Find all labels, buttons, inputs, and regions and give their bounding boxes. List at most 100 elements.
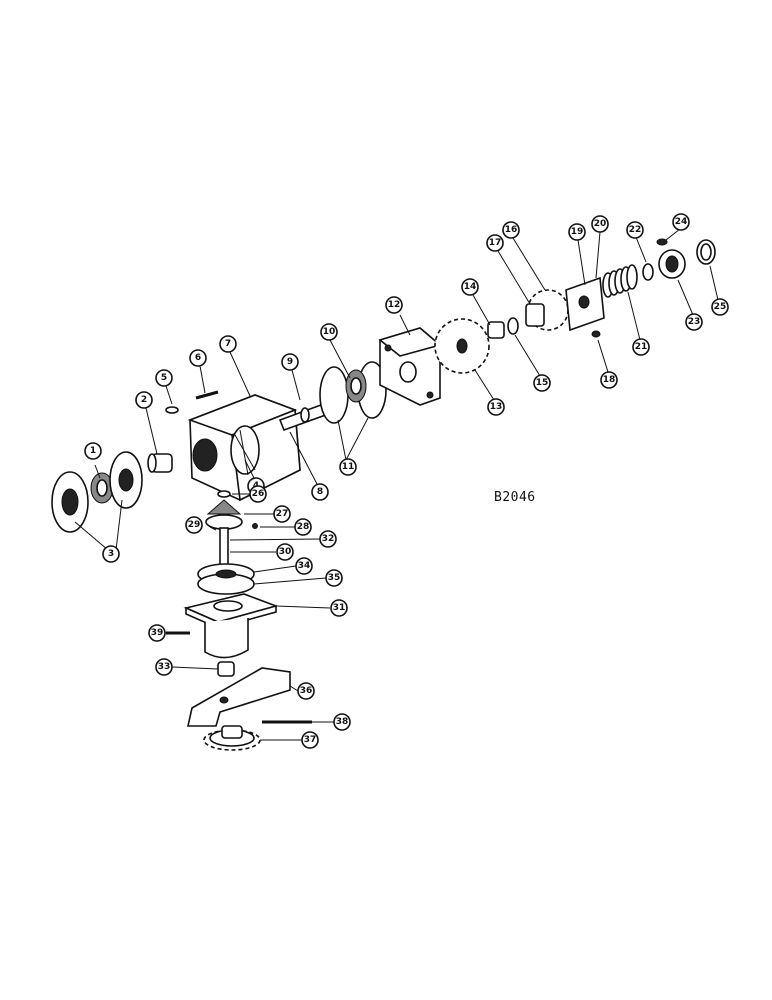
callout-12: 12 — [385, 296, 403, 314]
callout-20: 20 — [591, 215, 609, 233]
svg-text:2: 2 — [141, 395, 147, 405]
callout-17: 17 — [486, 234, 504, 252]
svg-text:35: 35 — [328, 573, 341, 583]
callout-11: 11 — [339, 458, 357, 476]
part-6-pin — [195, 390, 219, 400]
callout-27: 27 — [273, 505, 291, 523]
svg-text:37: 37 — [304, 735, 317, 745]
part-14-collar — [487, 321, 505, 339]
svg-text:36: 36 — [300, 686, 313, 696]
callout-29: 29 — [185, 516, 203, 534]
callout-6: 6 — [189, 349, 207, 367]
svg-text:1: 1 — [90, 446, 96, 456]
svg-text:9: 9 — [287, 357, 293, 367]
svg-text:31: 31 — [333, 603, 346, 613]
part-26-washer — [217, 490, 231, 498]
svg-text:33: 33 — [158, 662, 171, 672]
callout-16: 16 — [502, 221, 520, 239]
callout-30: 30 — [276, 543, 294, 561]
callout-37: 37 — [301, 731, 319, 749]
svg-text:20: 20 — [594, 219, 607, 229]
callout-14: 14 — [461, 278, 479, 296]
svg-text:16: 16 — [505, 225, 518, 235]
part-22-washer — [642, 263, 654, 281]
part-21-spring — [602, 264, 638, 298]
part-33-bushing — [217, 661, 235, 677]
drawing-reference-number: B2046 — [494, 490, 536, 505]
callout-32: 32 — [319, 530, 337, 548]
part-23-nut — [658, 249, 686, 279]
callout-23: 23 — [685, 313, 703, 331]
part-30-32-shaft — [219, 527, 229, 569]
svg-text:8: 8 — [317, 487, 323, 497]
callout-26: 26 — [249, 485, 267, 503]
part-34-35-bearing-cup — [197, 563, 255, 595]
svg-text:34: 34 — [298, 561, 311, 571]
leader-lines — [74, 228, 719, 741]
svg-text:18: 18 — [603, 375, 616, 385]
callout-19: 19 — [568, 223, 586, 241]
part-27-29-bevel-gear — [205, 499, 243, 530]
callout-3: 3 — [102, 545, 120, 563]
callout-7: 7 — [219, 335, 237, 353]
svg-text:7: 7 — [225, 339, 231, 349]
callout-1: 1 — [84, 442, 102, 460]
callout-31: 31 — [330, 599, 348, 617]
part-37-sprocket — [203, 725, 261, 751]
svg-text:10: 10 — [323, 327, 336, 337]
part-16-17-sprocket-hub — [525, 289, 569, 331]
svg-text:26: 26 — [252, 489, 265, 499]
part-13-sprocket — [434, 318, 490, 374]
svg-text:13: 13 — [490, 402, 503, 412]
svg-text:12: 12 — [388, 300, 401, 310]
callout-39: 39 — [148, 624, 166, 642]
callout-10: 10 — [320, 323, 338, 341]
part-19-20-clutch — [565, 276, 605, 332]
callout-5: 5 — [155, 369, 173, 387]
callout-28: 28 — [294, 518, 312, 536]
callout-35: 35 — [325, 569, 343, 587]
part-2-bushing — [147, 453, 173, 473]
svg-text:6: 6 — [195, 353, 201, 363]
callout-9: 9 — [281, 353, 299, 371]
part-18-pin — [591, 330, 601, 338]
callout-25: 25 — [711, 298, 729, 316]
callout-15: 15 — [533, 374, 551, 392]
part-7-gearbox-housing — [187, 394, 301, 502]
svg-text:32: 32 — [322, 534, 335, 544]
callout-24: 24 — [672, 213, 690, 231]
svg-text:27: 27 — [276, 509, 289, 519]
callout-21: 21 — [632, 338, 650, 356]
callout-18: 18 — [600, 371, 618, 389]
part-3-bearing-flange-right — [109, 451, 143, 509]
svg-text:22: 22 — [629, 225, 642, 235]
callout-13: 13 — [487, 398, 505, 416]
part-31-mounting-base — [183, 593, 279, 659]
part-25-snap-ring — [696, 239, 716, 265]
part-10-bearing — [345, 369, 367, 403]
svg-text:24: 24 — [675, 217, 688, 227]
part-28-pin — [252, 523, 258, 529]
svg-text:17: 17 — [489, 238, 502, 248]
svg-text:15: 15 — [536, 378, 549, 388]
svg-text:30: 30 — [279, 547, 292, 557]
part-11-seal-plates — [319, 361, 387, 424]
svg-text:14: 14 — [464, 282, 477, 292]
callout-36: 36 — [297, 682, 315, 700]
svg-text:29: 29 — [188, 520, 201, 530]
svg-text:21: 21 — [635, 342, 648, 352]
callout-34: 34 — [295, 557, 313, 575]
callout-33: 33 — [155, 658, 173, 676]
svg-text:5: 5 — [161, 373, 167, 383]
part-12-bracket — [378, 327, 442, 406]
svg-text:39: 39 — [151, 628, 164, 638]
svg-text:3: 3 — [108, 549, 114, 559]
svg-text:23: 23 — [688, 317, 701, 327]
svg-text:19: 19 — [571, 227, 584, 237]
svg-text:11: 11 — [342, 462, 355, 472]
callout-2: 2 — [135, 391, 153, 409]
part-15-washer — [507, 317, 519, 335]
part-24-key — [656, 238, 668, 246]
